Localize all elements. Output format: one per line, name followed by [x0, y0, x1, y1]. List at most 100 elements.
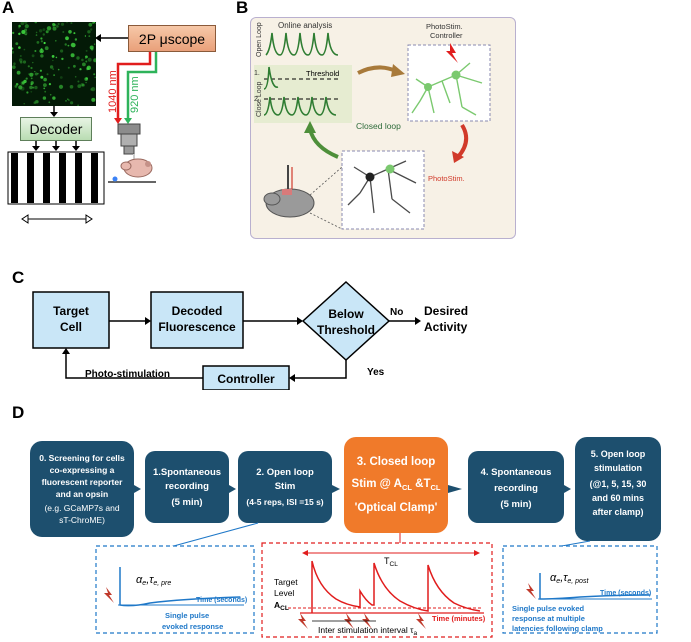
grating-bars: [11, 153, 98, 203]
panel-b-graphics: Online analysis Open Loop Close Loop 1. …: [254, 21, 491, 230]
mouse-with-probe: [263, 165, 315, 218]
cell-speckle: [30, 77, 33, 80]
cell-speckle: [91, 97, 96, 102]
panel-c-flowchart: Target Cell Decoded Fluorescence Below T…: [32, 280, 468, 390]
step1-box: [145, 451, 229, 523]
cell-speckle: [65, 100, 67, 102]
cell-speckle: [24, 22, 28, 24]
cell-speckle: [31, 54, 35, 58]
arrow-controller-to-target: [62, 348, 70, 354]
cell-speckle: [60, 22, 65, 26]
decoded-text-1: Decoded: [172, 304, 223, 318]
inset-left-caption-1: Single pulse: [165, 611, 209, 620]
step4-box: [468, 451, 564, 523]
target-level-text-1: Target: [274, 577, 298, 587]
cell-speckle: [52, 96, 56, 100]
close-loop-label: Close Loop: [256, 81, 263, 117]
laser-1040-label: 1040 nm: [107, 70, 119, 113]
cell-speckle: [13, 62, 16, 65]
cell-speckle: [46, 26, 52, 31]
inset-right-time-label: Time (seconds): [600, 590, 651, 597]
inset-right-param: αe,τe, post: [550, 572, 589, 585]
inset-right-stim-icon: [526, 583, 536, 599]
step4-line-2: recording: [494, 483, 538, 494]
arrowhead-scope-to-image: [95, 34, 101, 42]
cell-speckle: [74, 38, 78, 41]
below-threshold-diamond: [301, 280, 391, 362]
cell-speckle: [84, 77, 88, 81]
cell-speckle: [56, 25, 59, 28]
no-label: No: [390, 307, 403, 318]
cell-speckle: [68, 30, 72, 34]
cell-speckle: [27, 65, 30, 68]
cell-speckle: [15, 83, 19, 86]
close-loop-trace-2: [263, 96, 337, 116]
cell-speckle: [90, 28, 93, 31]
neuron-soma-4: [385, 164, 395, 174]
threshold-label: Threshold: [306, 69, 339, 78]
close-loop-trace-1: [263, 66, 279, 90]
cell-speckle: [40, 75, 44, 79]
step5-line-1: 5. Open loop: [591, 449, 646, 459]
inset-right-caption-2: response at multiple: [512, 614, 585, 623]
open-loop-trace: [265, 32, 339, 56]
cell-speckle: [89, 45, 94, 50]
cell-speckle: [81, 83, 85, 87]
two-photon-scope-label: 2P μscope: [138, 30, 206, 47]
cell-speckle: [12, 31, 15, 34]
cell-speckle: [33, 101, 37, 104]
cell-speckle: [77, 104, 79, 106]
cell-speckle: [42, 28, 46, 31]
cell-speckle: [88, 22, 93, 27]
cell-speckle: [23, 48, 26, 51]
cell-speckle: [12, 65, 16, 69]
arrow-0-1: [134, 485, 141, 493]
cell-speckle: [18, 26, 20, 29]
arrowhead-image-to-decoder: [50, 112, 58, 117]
step5-line-3: (@1, 5, 15, 30: [590, 479, 647, 489]
arrow-1-2: [229, 485, 236, 493]
step0-line-1: 0. Screening for cells: [39, 453, 125, 463]
cell-speckle: [36, 41, 40, 44]
cell-speckle: [64, 43, 67, 46]
step5-line-2: stimulation: [594, 463, 642, 473]
arrow-3-4: [448, 485, 462, 493]
mouse-illustration: [108, 158, 156, 183]
cell-speckle: [45, 30, 49, 34]
cell-speckle: [35, 31, 38, 34]
cell-speckle: [34, 22, 38, 24]
trace-2-label: 2.: [254, 96, 260, 103]
panel-a-label: A: [2, 0, 15, 17]
below-threshold-text-1: Below: [328, 307, 364, 321]
cell-speckle: [24, 24, 29, 29]
cell-speckle: [85, 57, 87, 59]
closed-loop-label: Closed loop: [356, 121, 401, 131]
target-cell-text-1: Target: [53, 304, 89, 318]
microscopy-image: [12, 22, 96, 106]
cell-speckle: [16, 70, 21, 75]
cell-speckle: [21, 81, 25, 85]
step4-line-1: 4. Spontaneous: [481, 467, 552, 478]
target-cell-box: [32, 291, 110, 349]
cell-speckle: [79, 68, 82, 71]
panel-b-label: B: [236, 0, 249, 17]
neuron-cluster-top: [411, 62, 483, 116]
cell-speckle: [57, 68, 60, 71]
cell-speckle: [91, 22, 95, 24]
tcl-label: TCL: [384, 556, 398, 568]
cell-speckle: [30, 90, 33, 93]
decoded-text-2: Fluorescence: [158, 320, 236, 334]
photostim-controller-label-2: Controller: [430, 31, 463, 40]
neuron-cluster-bottom: [347, 160, 417, 214]
cell-speckle: [48, 83, 52, 86]
step5-line-4: and 60 mins: [592, 493, 644, 503]
recorded-neuron-box: [341, 150, 425, 230]
cell-speckle: [68, 99, 70, 101]
acl-label: ACL: [274, 600, 289, 612]
photostim-arrow: [456, 123, 469, 159]
cell-speckle: [43, 83, 47, 87]
closed-loop-arrow: [308, 128, 339, 159]
cell-speckle: [70, 53, 75, 58]
panel-c-label: C: [12, 268, 25, 287]
photo-stimulation-label: Photo-stimulation: [85, 369, 170, 380]
